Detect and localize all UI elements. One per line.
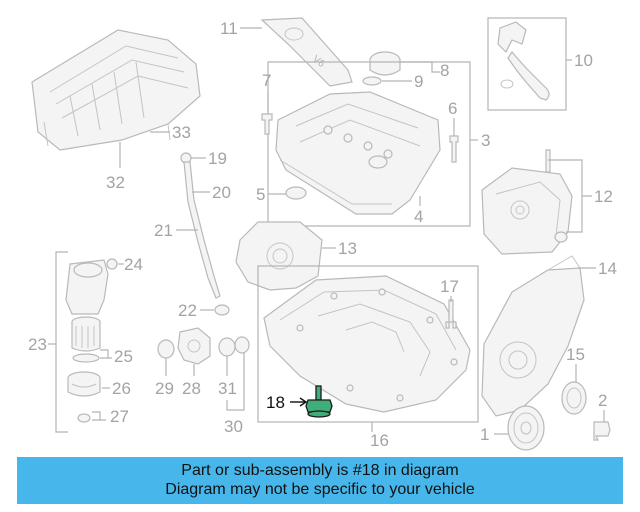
- callout-5: 5: [256, 185, 265, 204]
- callout-15: 15: [566, 345, 585, 364]
- leader-18-arrow: [299, 397, 308, 407]
- intake-manifold: [31, 29, 201, 151]
- box-23: [55, 251, 68, 433]
- oil-pan-bolt-17: [445, 299, 457, 329]
- seal-15: [561, 381, 587, 415]
- oil-filter-housing: [65, 259, 109, 315]
- filter-cap-26: [67, 371, 101, 397]
- callout-30: 30: [224, 417, 243, 436]
- dipstick-tube: [183, 161, 221, 299]
- leader-12: [548, 159, 592, 233]
- leader-25: [100, 349, 112, 359]
- crankshaft-pulley: [507, 405, 545, 451]
- box-16: [257, 265, 479, 423]
- callout-3: 3: [481, 131, 490, 150]
- leader-8: [400, 61, 440, 73]
- leader-30: [226, 353, 245, 411]
- oil-pan: [263, 275, 471, 413]
- callout-21: 21: [154, 221, 173, 240]
- box-10: [487, 17, 567, 111]
- drain-plug-27: [77, 413, 91, 423]
- vent-hose: [497, 21, 550, 101]
- callout-22: 22: [178, 301, 197, 320]
- callout-17: 17: [440, 277, 459, 296]
- banner-line-2: Diagram may not be specific to your vehi…: [165, 481, 475, 498]
- valve-cover: [275, 91, 441, 215]
- camshaft-housing: [481, 149, 573, 255]
- valve-cover-bolt-6: [449, 135, 459, 163]
- callout-27: 27: [110, 407, 129, 426]
- seal-31: [218, 337, 236, 357]
- callout-33: 33: [172, 123, 191, 142]
- callout-25: 25: [114, 347, 133, 366]
- callout-6: 6: [448, 99, 457, 118]
- oil-pump-adapter: [177, 327, 211, 365]
- leader-27: [92, 411, 106, 421]
- valve-cover-bolt-7: [261, 113, 273, 135]
- callout-13: 13: [338, 239, 357, 258]
- box-3: [267, 61, 471, 227]
- callout-23: 23: [28, 335, 47, 354]
- oil-filler-cap: [362, 51, 401, 86]
- callout-31: 31: [218, 379, 237, 398]
- callout-20: 20: [212, 183, 231, 202]
- callout-26: 26: [112, 379, 131, 398]
- banner-line-1: Part or sub-assembly is #18 in diagram: [181, 462, 459, 479]
- dipstick-seal-22: [214, 304, 230, 316]
- callout-7: 7: [262, 71, 271, 90]
- parts-diagram: 33 32 V6 11 8 9 10: [28, 17, 617, 451]
- rear-main-seal-carrier: [481, 255, 585, 417]
- callout-8: 8: [440, 61, 449, 80]
- seal-30: [234, 336, 250, 354]
- callout-1: 1: [480, 425, 489, 444]
- callout-18: 18: [266, 393, 285, 412]
- callout-16: 16: [370, 431, 389, 450]
- timing-cover: [235, 221, 323, 291]
- callout-19: 19: [208, 149, 227, 168]
- engine-cover: V6: [260, 17, 353, 87]
- pulley-bolt-2: [593, 421, 611, 441]
- callout-32: 32: [106, 173, 125, 192]
- info-banner: Part or sub-assembly is #18 in diagram D…: [17, 457, 623, 504]
- seal-24: [106, 258, 118, 270]
- callout-4: 4: [414, 207, 423, 226]
- oil-drain-plug-18[interactable]: [305, 385, 333, 418]
- callout-10: 10: [574, 51, 593, 70]
- callout-2: 2: [598, 391, 607, 410]
- filter-seal-25: [72, 353, 100, 363]
- seal-5: [285, 186, 307, 200]
- callout-29: 29: [155, 379, 174, 398]
- callout-24: 24: [124, 255, 143, 274]
- callout-14: 14: [598, 259, 617, 278]
- callout-28: 28: [182, 379, 201, 398]
- oil-filter-element: [71, 316, 101, 352]
- seal-29: [157, 339, 175, 359]
- callout-9: 9: [414, 72, 423, 91]
- callout-11: 11: [220, 19, 238, 38]
- callout-12: 12: [594, 187, 613, 206]
